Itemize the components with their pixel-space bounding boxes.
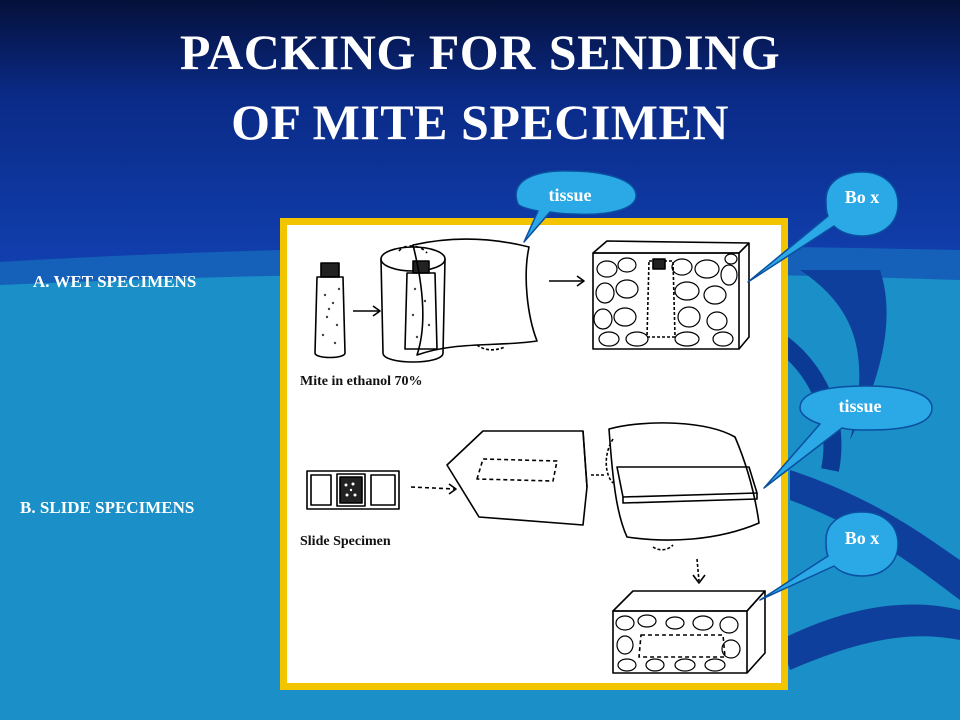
callout-tissue-mid-label: tissue [838, 396, 882, 416]
illustration-panel: Mite in ethanol 70% Slide Specimen [280, 218, 788, 690]
callout-box-top [747, 171, 899, 283]
tissue-sheet-icon [412, 238, 538, 356]
arrow-icon [696, 558, 700, 582]
callout-tissue-mid [763, 385, 933, 489]
section-label-wet-specimens: A. WET SPECIMENS [33, 272, 197, 291]
callout-box-top-label: Bo x [844, 187, 880, 207]
callout-box-bottom-label: Bo x [844, 528, 880, 548]
caption-wet-specimen: Mite in ethanol 70% [300, 374, 423, 389]
arrow-head-icon [372, 305, 381, 317]
section-label-slide-specimens: B. SLIDE SPECIMENS [20, 498, 195, 517]
microscope-slide-icon [306, 470, 400, 510]
callout-box-bottom [759, 511, 899, 601]
caption-slide-specimen: Slide Specimen [300, 534, 391, 549]
arrow-head-icon [448, 483, 457, 495]
arrow-icon [410, 486, 456, 490]
slide-title-line-1: PACKING FOR SENDING [179, 24, 781, 80]
arrow-head-icon [692, 574, 706, 584]
vial-icon [314, 262, 346, 359]
callout-tissue-top-label: tissue [548, 185, 592, 205]
bottom-filled-box-icon [612, 590, 766, 674]
callout-tissue-top [515, 170, 637, 243]
filled-box-icon [592, 240, 750, 350]
slide-specimen-marks [344, 482, 357, 497]
slide-mailer-icon [446, 430, 588, 526]
arrow-head-icon [576, 275, 585, 287]
tissue-with-slide-icon [605, 422, 760, 551]
slide-title-line-2: OF MITE SPECIMEN [231, 94, 729, 150]
packing-drawings [306, 238, 766, 674]
